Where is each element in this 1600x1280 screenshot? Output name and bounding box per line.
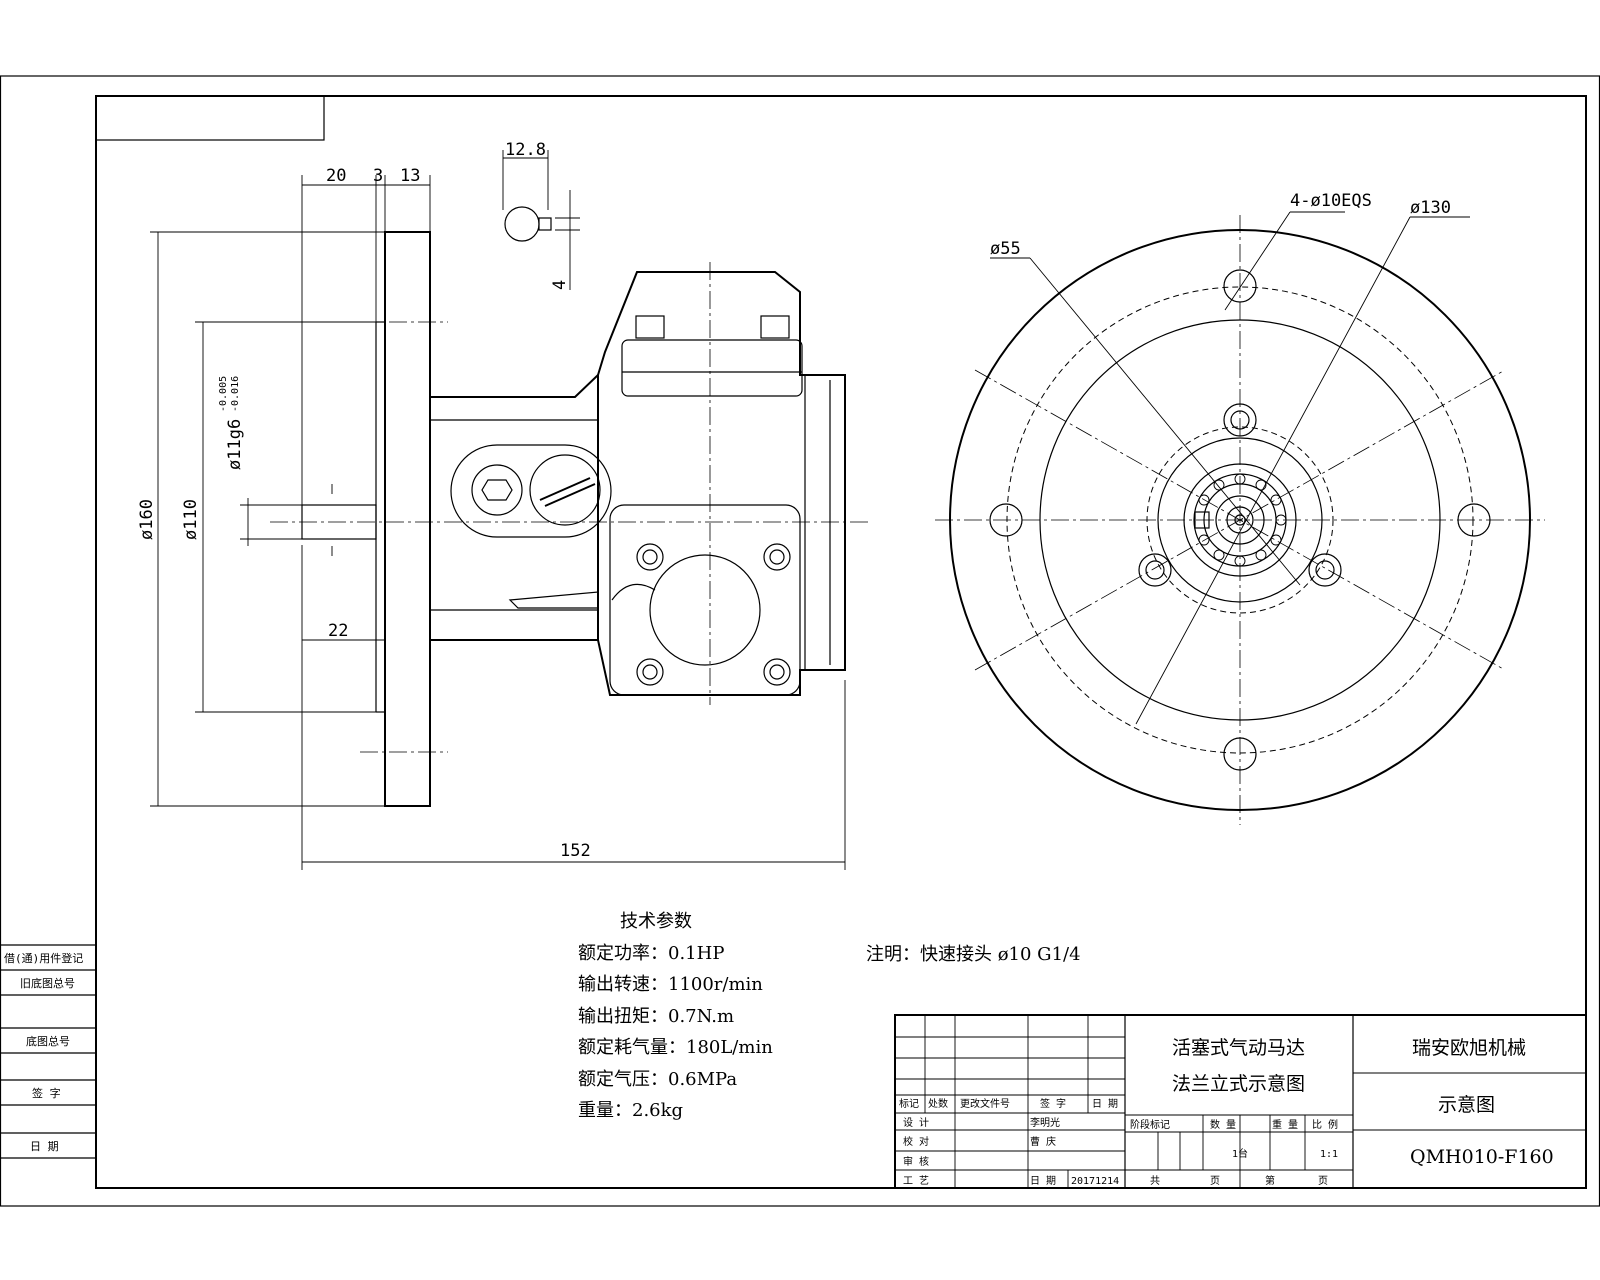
strip-label: 日 期 (30, 1140, 59, 1153)
front-view: 4-ø10EQS ø130 ø55 (935, 191, 1545, 825)
dim-3: 3 (373, 166, 383, 186)
drawing-number: QMH010-F160 (1410, 1146, 1554, 1168)
title-block: 标记 处数 更改文件号 签 字 日 期 设 计 校 对 审 核 工 艺 李明光 … (894, 1014, 1587, 1189)
tech-param-air-consumption: 额定耗气量：180L/min (578, 1037, 773, 1058)
tb-hdr: 签 字 (1040, 1097, 1066, 1110)
dim-12-8: 12.8 (505, 140, 546, 160)
tech-param-pressure: 额定气压：0.6MPa (578, 1068, 738, 1090)
tech-param-power: 额定功率：0.1HP (578, 942, 725, 964)
drawing-frame (95, 95, 1587, 1189)
tb-sheet: 共 (1150, 1175, 1160, 1187)
tb-stage-hdr: 数 量 (1210, 1118, 1236, 1131)
tb-quantity: 1台 (1232, 1147, 1248, 1160)
tb-role: 设 计 (903, 1116, 929, 1129)
dim-22: 22 (328, 621, 348, 641)
tb-role: 审 核 (903, 1155, 929, 1168)
dim-110: ø110 (181, 499, 201, 540)
dim-152: 152 (560, 841, 591, 861)
tb-role: 校 对 (903, 1135, 929, 1148)
dim-4: 4 (550, 280, 570, 290)
tb-sheet: 第 (1265, 1174, 1275, 1187)
tb-stage-hdr: 重 量 (1272, 1118, 1298, 1131)
corner-box (95, 95, 325, 141)
left-strip: 借(通)用件登记 旧底图总号 底图总号 签 字 日 期 (0, 944, 96, 1159)
strip-label: 借(通)用件登记 (4, 951, 83, 965)
tech-param-speed: 输出转速：1100r/min (578, 974, 763, 995)
key-detail: 12.8 4 (502, 140, 580, 290)
tech-params-title: 技术参数 (620, 911, 692, 932)
dim-20: 20 (326, 166, 346, 186)
tb-name: 曹 庆 (1030, 1135, 1056, 1148)
tb-date: 20171214 (1071, 1176, 1119, 1187)
tech-params: 技术参数 额定功率：0.1HP 输出转速：1100r/min 输出扭矩：0.7N… (578, 906, 773, 1127)
tb-date-label: 日 期 (1030, 1175, 1056, 1187)
company-name: 瑞安欧旭机械 (1412, 1037, 1526, 1059)
dim-holes: 4-ø10EQS (1290, 191, 1372, 211)
dim-11-tol-lower: -0.016 (230, 376, 241, 412)
tb-hdr: 处数 (928, 1097, 948, 1110)
dim-130: ø130 (1410, 198, 1451, 218)
tb-name: 李明光 (1030, 1116, 1060, 1129)
tb-scale: 1:1 (1320, 1149, 1338, 1160)
strip-label: 旧底图总号 (20, 976, 75, 990)
dim-13: 13 (400, 166, 420, 186)
strip-label: 底图总号 (26, 1034, 70, 1048)
dim-11-tol-upper: -0.005 (218, 376, 229, 412)
drawing-type: 示意图 (1438, 1094, 1495, 1116)
strip-label: 签 字 (32, 1086, 61, 1100)
note-quick-connector: 注明：快速接头 ø10 G1/4 (866, 944, 1081, 965)
tb-hdr: 更改文件号 (960, 1097, 1010, 1110)
dim-11g6: ø11g6 (225, 419, 245, 470)
product-name-line2: 法兰立式示意图 (1172, 1073, 1305, 1095)
tb-sheet: 页 (1210, 1175, 1220, 1187)
tb-sheet: 页 (1318, 1175, 1328, 1187)
side-dimensions: 20 3 13 ø160 ø110 ø11g6 -0.005 -0.016 22… (137, 166, 846, 870)
tb-role: 工 艺 (903, 1175, 929, 1187)
tb-stage-hdr: 比 例 (1312, 1118, 1338, 1131)
side-view (270, 231, 870, 807)
dim-55: ø55 (990, 239, 1021, 259)
dim-160: ø160 (137, 499, 157, 540)
tech-param-weight: 重量：2.6kg (578, 1100, 684, 1121)
product-name-line1: 活塞式气动马达 (1172, 1037, 1305, 1059)
tb-hdr: 标记 (899, 1098, 919, 1110)
tb-stage-hdr: 阶段标记 (1130, 1118, 1170, 1131)
tb-hdr: 日 期 (1092, 1098, 1118, 1110)
tech-param-torque: 输出扭矩：0.7N.m (578, 1005, 735, 1027)
